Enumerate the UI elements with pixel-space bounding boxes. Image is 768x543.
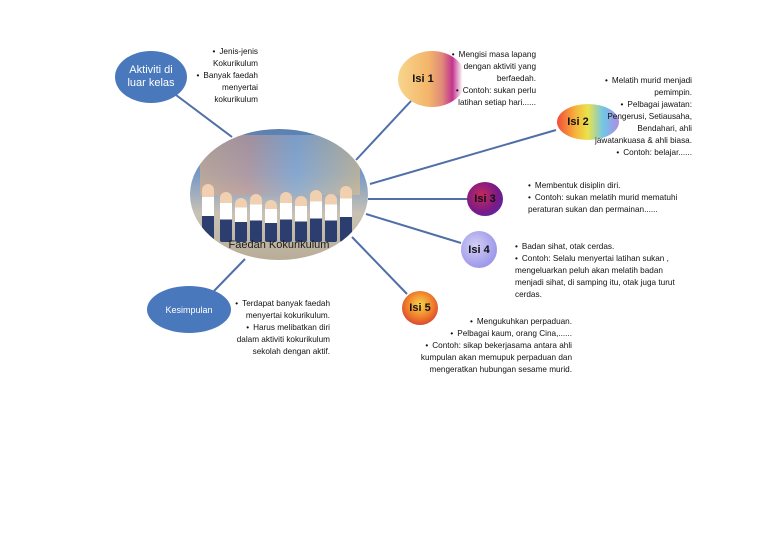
center-title: Faedah Kokurikulum	[228, 239, 330, 251]
person-figure	[250, 194, 262, 242]
building-backdrop	[200, 135, 360, 195]
isi2-point: Melatih murid menjadi pemimpin.	[588, 75, 692, 99]
kesimpulan-point: Harus melibatkan diri dalam aktiviti kok…	[224, 322, 330, 358]
isi5-point: Mengukuhkan perpaduan.	[400, 316, 572, 328]
aktiviti-point: Banyak faedah menyertai kokurikulum	[182, 70, 258, 106]
person-figure	[220, 192, 232, 242]
person-figure	[280, 192, 292, 242]
person-figure	[202, 184, 214, 242]
isi4-point: Badan sihat, otak cerdas.	[515, 241, 685, 253]
isi3-point: Contoh: sukan melatih murid mematuhi per…	[528, 192, 678, 216]
line-isi4	[365, 213, 462, 244]
node-kesimpulan-label: Kesimpulan	[165, 304, 213, 315]
isi3-point: Membentuk disiplin diri.	[528, 180, 678, 192]
isi1-point: Mengisi masa lapang dengan aktiviti yang…	[444, 49, 536, 85]
node-isi5-label: Isi 5	[409, 302, 431, 314]
kesimpulan-point: Terdapat banyak faedah menyertai kokurik…	[224, 298, 330, 322]
isi4-points: Badan sihat, otak cerdas. Contoh: Selalu…	[515, 241, 685, 301]
person-figure	[235, 198, 247, 242]
person-figure	[340, 186, 352, 242]
center-photo: Faedah Kokurikulum	[190, 129, 368, 260]
isi4-point: Contoh: Selalu menyertai latihan sukan ,…	[515, 253, 685, 301]
aktiviti-point: Jenis-jenis Kokurikulum	[182, 46, 258, 70]
line-isi5	[351, 236, 408, 295]
node-aktiviti: Aktiviti di luar kelas	[115, 51, 187, 103]
node-isi2-label: Isi 2	[567, 116, 589, 128]
node-kesimpulan: Kesimpulan	[147, 286, 231, 333]
node-isi4: Isi 4	[461, 231, 497, 268]
isi1-point: Contoh: sukan perlu latihan setiap hari.…	[444, 85, 536, 109]
isi2-point: Contoh: belajar......	[588, 147, 692, 159]
person-figure	[310, 190, 322, 242]
aktiviti-points: Jenis-jenis Kokurikulum Banyak faedah me…	[182, 46, 258, 106]
node-isi1-label: Isi 1	[412, 73, 434, 85]
person-figure	[295, 196, 307, 242]
line-kesimpulan	[213, 258, 246, 292]
node-isi4-label: Isi 4	[468, 243, 490, 256]
isi5-point: Contoh: sikap bekerjasama antara ahli ku…	[400, 340, 572, 376]
node-isi3: Isi 3	[467, 182, 503, 216]
node-aktiviti-label: Aktiviti di luar kelas	[127, 64, 175, 89]
isi3-points: Membentuk disiplin diri. Contoh: sukan m…	[528, 180, 678, 216]
isi2-points: Melatih murid menjadi pemimpin. Pelbagai…	[588, 75, 692, 159]
person-figure	[325, 194, 337, 242]
isi5-points: Mengukuhkan perpaduan. Pelbagai kaum, or…	[400, 316, 572, 376]
line-isi2	[369, 129, 557, 185]
isi2-point: Pelbagai jawatan: Pengerusi, Setiausaha,…	[588, 99, 692, 147]
node-isi3-label: Isi 3	[474, 193, 496, 205]
person-figure	[265, 200, 277, 242]
isi5-point: Pelbagai kaum, orang Cina,......	[400, 328, 572, 340]
kesimpulan-points: Terdapat banyak faedah menyertai kokurik…	[224, 298, 330, 358]
line-isi1	[355, 100, 412, 161]
isi1-points: Mengisi masa lapang dengan aktiviti yang…	[444, 49, 536, 109]
